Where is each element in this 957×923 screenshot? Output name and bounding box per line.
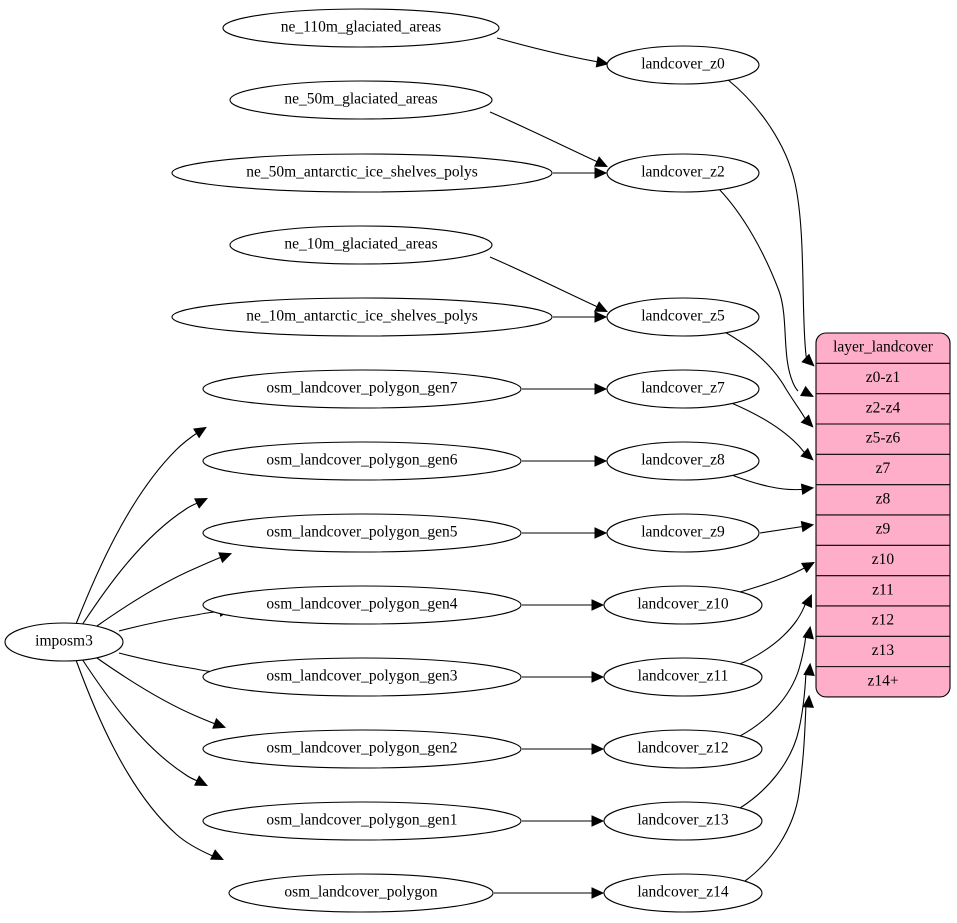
- mid-node-landcover_z7[interactable]: landcover_z7: [606, 369, 760, 409]
- node-label: ne_10m_antarctic_ice_shelves_polys: [246, 308, 478, 325]
- edge-imposm3-to-osm_landcover_polygon_gen1: [81, 658, 208, 786]
- edge-landcover_z0-to-row0: [726, 78, 815, 367]
- mid-node-landcover_z10[interactable]: landcover_z10: [603, 585, 763, 625]
- table-row-z11[interactable]: z11: [872, 581, 894, 598]
- node-label: landcover_z5: [641, 308, 725, 325]
- source-node-osm_landcover_polygon_gen5[interactable]: osm_landcover_polygon_gen5: [202, 513, 522, 553]
- mid-node-landcover_z5[interactable]: landcover_z5: [606, 297, 760, 337]
- source-node-osm_landcover_polygon_gen7[interactable]: osm_landcover_polygon_gen7: [202, 369, 522, 409]
- node-label: osm_landcover_polygon: [284, 884, 438, 901]
- source-node-osm_landcover_polygon_gen2[interactable]: osm_landcover_polygon_gen2: [202, 729, 522, 769]
- edge-osm_landcover_polygon_gen3-to-landcover_z11: [522, 671, 605, 683]
- node-label: landcover_z12: [637, 740, 728, 757]
- node-label: landcover_z2: [641, 164, 725, 181]
- edge-imposm3-to-osm_landcover_polygon_gen5: [96, 552, 233, 627]
- edge-osm_landcover_polygon_gen7-to-landcover_z7: [522, 383, 608, 395]
- node-label: osm_landcover_polygon_gen3: [266, 668, 457, 685]
- mid-node-landcover_z11[interactable]: landcover_z11: [603, 657, 763, 697]
- edge-imposm3-to-osm_landcover_polygon: [75, 659, 224, 860]
- source-node-osm_landcover_polygon[interactable]: osm_landcover_polygon: [228, 873, 494, 913]
- source-node-ne_110m_glaciated_areas[interactable]: ne_110m_glaciated_areas: [222, 8, 500, 48]
- node-label: landcover_z9: [641, 524, 725, 541]
- edge-osm_landcover_polygon-to-landcover_z14: [494, 887, 605, 899]
- source-node-ne_10m_glaciated_areas[interactable]: ne_10m_glaciated_areas: [229, 225, 493, 265]
- nodes-layer: imposm3 ne_110m_glaciated_areas ne_50m_gla…: [4, 8, 763, 913]
- source-node-ne_10m_antarctic_ice_shelves_polys[interactable]: ne_10m_antarctic_ice_shelves_polys: [171, 297, 553, 337]
- mid-node-landcover_z0[interactable]: landcover_z0: [606, 45, 760, 85]
- table-row-z0-z1[interactable]: z0-z1: [866, 369, 900, 386]
- table-row-z2-z4[interactable]: z2-z4: [866, 399, 901, 416]
- node-label: osm_landcover_polygon_gen7: [266, 380, 457, 397]
- node-label: landcover_z0: [641, 56, 725, 73]
- node-label: ne_10m_glaciated_areas: [284, 236, 437, 253]
- table-row-z9[interactable]: z9: [876, 521, 891, 538]
- node-label: landcover_z10: [637, 596, 728, 613]
- node-label: ne_50m_antarctic_ice_shelves_polys: [246, 164, 478, 181]
- node-label: osm_landcover_polygon_gen6: [266, 452, 457, 469]
- table-row-z10[interactable]: z10: [872, 551, 895, 568]
- table-header-label[interactable]: layer_landcover: [833, 339, 934, 356]
- edge-osm_landcover_polygon_gen6-to-landcover_z8: [522, 455, 608, 467]
- edge-ne_50m_glaciated_areas-to-landcover_z2: [489, 111, 608, 167]
- root-node-imposm3[interactable]: imposm3: [4, 622, 124, 662]
- source-node-osm_landcover_polygon_gen6[interactable]: osm_landcover_polygon_gen6: [202, 441, 522, 481]
- node-label: osm_landcover_polygon_gen2: [266, 740, 457, 757]
- edge-landcover_z12-to-row8: [739, 625, 814, 737]
- edge-landcover_z8-to-row4: [728, 473, 815, 495]
- mid-node-landcover_z8[interactable]: landcover_z8: [606, 441, 760, 481]
- edge-imposm3-to-osm_landcover_polygon_gen6: [81, 498, 208, 626]
- node-label: landcover_z11: [638, 668, 729, 685]
- layer-landcover-table[interactable]: layer_landcover z0-z1 z2-z4 z5-z6 z7 z8 z9 z10 z…: [815, 332, 951, 698]
- source-node-osm_landcover_polygon_gen1[interactable]: osm_landcover_polygon_gen1: [202, 801, 522, 841]
- node-label: landcover_z14: [637, 884, 728, 901]
- edge-landcover_z9-to-row5: [759, 520, 815, 534]
- mid-node-landcover_z13[interactable]: landcover_z13: [603, 801, 763, 841]
- mid-node-landcover_z12[interactable]: landcover_z12: [603, 729, 763, 769]
- mid-node-landcover_z9[interactable]: landcover_z9: [606, 513, 760, 553]
- node-label: osm_landcover_polygon_gen1: [266, 812, 457, 829]
- edge-ne_10m_glaciated_areas-to-landcover_z5: [489, 256, 608, 312]
- table-row-z5-z6[interactable]: z5-z6: [866, 430, 901, 447]
- edge-ne_110m_glaciated_areas-to-landcover_z0: [496, 37, 610, 68]
- source-node-ne_50m_glaciated_areas[interactable]: ne_50m_glaciated_areas: [229, 80, 493, 120]
- mid-node-landcover_z2[interactable]: landcover_z2: [606, 153, 760, 193]
- edge-ne_50m_antarctic_ice_shelves_polys-to-landcover_z2: [553, 167, 608, 179]
- edge-landcover_z14-to-row10: [744, 694, 815, 882]
- edges-layer: [75, 37, 815, 899]
- node-label: landcover_z7: [641, 380, 725, 397]
- node-label: osm_landcover_polygon_gen4: [266, 596, 457, 613]
- source-node-ne_50m_antarctic_ice_shelves_polys[interactable]: ne_50m_antarctic_ice_shelves_polys: [171, 153, 553, 193]
- mid-node-landcover_z14[interactable]: landcover_z14: [603, 873, 763, 913]
- edge-imposm3-to-osm_landcover_polygon_gen2: [96, 657, 227, 729]
- table-row-z8[interactable]: z8: [876, 490, 891, 507]
- edge-osm_landcover_polygon_gen2-to-landcover_z12: [522, 743, 605, 755]
- source-node-osm_landcover_polygon_gen4[interactable]: osm_landcover_polygon_gen4: [202, 585, 522, 625]
- edge-landcover_z10-to-row6: [739, 561, 815, 593]
- edge-osm_landcover_polygon_gen5-to-landcover_z9: [522, 527, 608, 539]
- edge-ne_10m_antarctic_ice_shelves_polys-to-landcover_z5: [553, 311, 608, 323]
- node-label: imposm3: [35, 633, 93, 650]
- source-node-osm_landcover_polygon_gen3[interactable]: osm_landcover_polygon_gen3: [202, 657, 522, 697]
- table-row-z14+[interactable]: z14+: [867, 672, 898, 689]
- edge-osm_landcover_polygon_gen4-to-landcover_z10: [522, 599, 605, 611]
- edge-landcover_z11-to-row7: [739, 593, 812, 665]
- node-label: landcover_z8: [641, 452, 725, 469]
- edge-landcover_z2-to-row1: [717, 187, 814, 398]
- node-label: ne_50m_glaciated_areas: [284, 91, 437, 108]
- node-label: landcover_z13: [637, 812, 728, 829]
- table-row-z7[interactable]: z7: [876, 460, 891, 477]
- table-row-z13[interactable]: z13: [872, 642, 895, 659]
- edge-landcover_z5-to-row2: [722, 330, 814, 428]
- edge-imposm3-to-osm_landcover_polygon_gen7: [75, 426, 207, 625]
- node-label: ne_110m_glaciated_areas: [281, 19, 441, 36]
- edge-osm_landcover_polygon_gen1-to-landcover_z13: [522, 815, 605, 827]
- edge-landcover_z13-to-row9: [739, 662, 815, 809]
- table-row-z12[interactable]: z12: [872, 612, 894, 629]
- edge-landcover_z7-to-row3: [728, 401, 814, 461]
- node-label: osm_landcover_polygon_gen5: [266, 524, 457, 541]
